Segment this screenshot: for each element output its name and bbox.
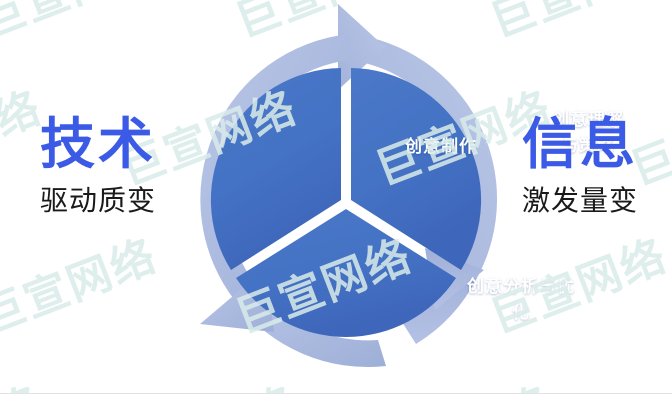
watermark-text: 巨宣网络 (0, 0, 165, 50)
cycle-diagram: 创意制作 创意理解 与策略 创意分析与优 化 (178, 2, 623, 394)
side-left-title: 技术 (39, 113, 156, 175)
segment-creative-production[interactable] (210, 68, 341, 270)
segment-creative-understanding-strategy[interactable] (351, 68, 482, 270)
side-left-subtitle: 驱动质变 (39, 185, 156, 216)
footer-divider (0, 393, 672, 394)
segment-creative-analysis-optimization[interactable] (236, 209, 456, 338)
side-text-right: 信息 激发量变 (490, 112, 670, 218)
arrow-top (338, 4, 498, 278)
side-right-subtitle: 激发量变 (521, 185, 638, 216)
cycle-diagram-svg (200, 4, 498, 368)
side-right-title: 信息 (521, 113, 638, 175)
watermark-text: 巨宣网络 (0, 231, 164, 343)
side-text-left: 技术 驱动质变 (8, 112, 188, 218)
footer-strip (0, 394, 672, 402)
